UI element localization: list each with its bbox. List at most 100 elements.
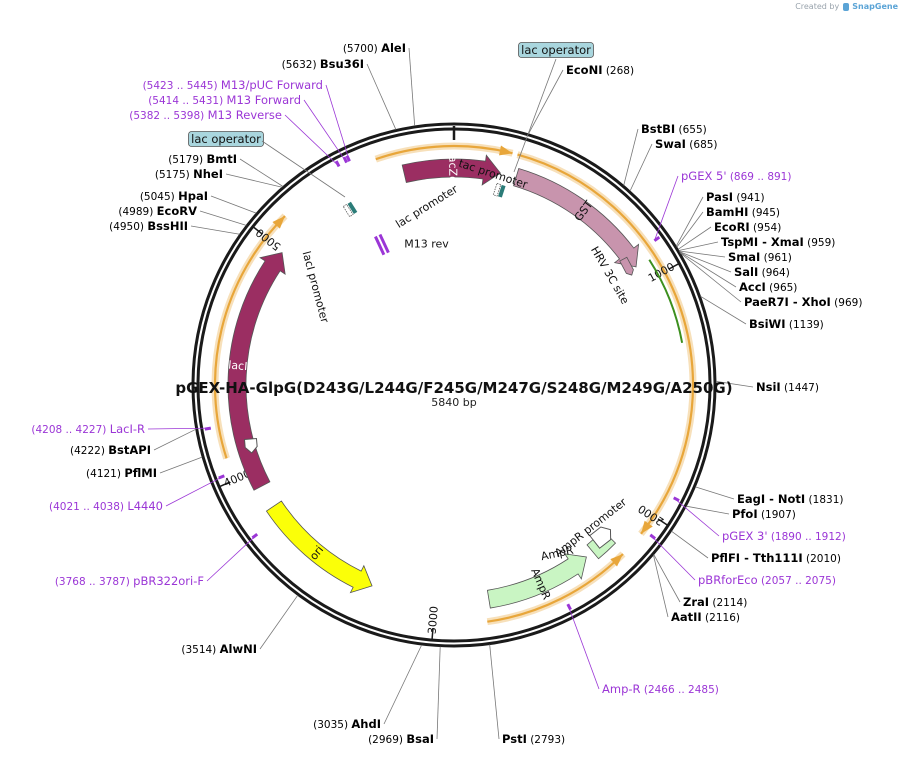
primer-name-pgex-5: pGEX 5' (681, 169, 727, 183)
site-name-bsu36i: Bsu36I (320, 57, 364, 71)
feature-gst (513, 167, 640, 268)
site-name-bmti: BmtI (206, 152, 237, 166)
lac-promoter-marker (342, 201, 358, 218)
site-name-acci: AccI (739, 280, 766, 294)
site-pos-aatii: (2116) (702, 612, 740, 624)
primer-name-pbrforeco: pBRforEco (698, 573, 758, 587)
lac-operator-leader-1 (513, 58, 557, 173)
primer-leader-pbr322ori-f (206, 533, 258, 582)
site-name-pflfi-tth111i: PflFI - Tth111I (711, 551, 803, 565)
site-name-eagi-noti: EagI - NotI (737, 492, 805, 506)
site-pos-swai: (685) (686, 139, 718, 151)
site-label-psti: PstI (2793) (502, 732, 565, 746)
site-leader-ahdi (383, 644, 423, 725)
primer-range-m13-reverse: (5382 .. 5398) (129, 110, 207, 122)
site-leader-bsai (436, 646, 441, 740)
site-label-sali: SalI (964) (734, 265, 790, 279)
site-label-ecori: EcoRI (954) (714, 220, 781, 234)
hrv-3c-site-marker (619, 256, 634, 276)
site-label-tspmi-xmai: TspMI - XmaI (959) (721, 235, 835, 249)
orf-line-3 (487, 553, 624, 623)
site-pos-eagi-noti: (1831) (805, 494, 843, 506)
site-pos-pflfi-tth111i: (2010) (803, 553, 841, 565)
site-pos-pflmi: (4121) (86, 468, 124, 480)
site-leader-zrai (653, 554, 681, 603)
site-leader-acci (679, 251, 737, 288)
site-leader-psti (489, 644, 500, 740)
site-pos-bstapi: (4222) (70, 445, 108, 457)
site-name-bsshii: BssHII (147, 219, 188, 233)
feature-ori (265, 500, 373, 594)
site-pos-paer7i-xhoi: (969) (831, 297, 863, 309)
tac-promoter-marker (492, 182, 506, 198)
site-leader-paer7i-xhoi (680, 252, 742, 303)
primer-label-m13-forward: (5414 .. 5431) M13 Forward (148, 93, 301, 107)
site-leader-bsiwi (700, 295, 747, 325)
primer-leader-m13-reverse (284, 114, 340, 167)
primer-leader-l4440 (165, 475, 225, 507)
site-pos-pasi: (941) (733, 192, 765, 204)
site-pos-acci: (965) (766, 282, 798, 294)
primer-label-pbrforeco: pBRforEco (2057 .. 2075) (698, 573, 836, 587)
m13-rev-bar-2 (378, 233, 390, 254)
tac-operator-box (498, 184, 506, 198)
orf-arrowhead-3 (610, 553, 623, 567)
site-label-bstbi: BstBI (655) (641, 122, 707, 136)
primer-label-m13-puc-forward: (5423 .. 5445) M13/pUC Forward (143, 78, 323, 92)
site-label-ecorv: (4989) EcoRV (118, 204, 197, 218)
lac-operator-box (347, 201, 358, 215)
feature-text-m13-rev: M13 rev (404, 238, 449, 251)
site-label-eagi-noti: EagI - NotI (1831) (737, 492, 843, 506)
center-title: pGEX-HA-GlpG(D243G/L244G/F245G/M247G/S24… (175, 379, 732, 409)
primer-range-amp-r: (2466 .. 2485) (641, 684, 719, 696)
orf-arrowhead-4 (272, 216, 286, 229)
site-pos-bsiwi: (1139) (786, 319, 824, 331)
primer-label-pgex-5: pGEX 5' (869 .. 891) (681, 169, 791, 183)
primer-label-l4440: (4021 .. 4038) L4440 (49, 499, 163, 513)
site-pos-econi: (268) (602, 65, 634, 77)
backbone-outer-ring (191, 122, 717, 648)
plasmid-name: pGEX-HA-GlpG(D243G/L244G/F245G/M247G/S24… (175, 379, 732, 397)
site-leader-eagi-noti (695, 486, 735, 500)
tick-5000 (252, 226, 263, 235)
site-label-bmti: (5179) BmtI (168, 152, 237, 166)
feature-label-laci: lacI (228, 359, 248, 374)
site-leader-ecorv (199, 210, 247, 226)
feature-text-laci-promoter: lacI promoter (300, 250, 332, 325)
site-label-smai: SmaI (961) (728, 250, 792, 264)
primer-range-laci-r: (4208 .. 4227) (31, 424, 109, 436)
site-name-bsai: BsaI (406, 732, 434, 746)
primer-range-pgex-5: (869 .. 891) (727, 171, 792, 183)
site-leader-nsii (715, 380, 754, 388)
primer-range-pbr322ori-f: (3768 .. 3787) (55, 576, 133, 588)
site-name-alei: AleI (381, 41, 406, 55)
site-leader-bsu36i (366, 63, 397, 130)
primer-label-laci-r: (4208 .. 4227) LacI-R (31, 422, 145, 436)
m13-rev-bar-1 (374, 235, 386, 256)
site-name-bstbi: BstBI (641, 122, 675, 136)
primer-range-pbrforeco: (2057 .. 2075) (758, 575, 836, 587)
site-name-aatii: AatII (671, 610, 702, 624)
site-name-pasi: PasI (706, 190, 733, 204)
site-pos-pfoi: (1907) (758, 509, 796, 521)
site-leader-pflmi (159, 456, 203, 474)
primer-leader-laci-r (147, 427, 211, 430)
site-leader-ecori (677, 226, 712, 250)
site-pos-bsshii: (4950) (109, 221, 147, 233)
primer-label-pbr322ori-f: (3768 .. 3787) pBR322ori-F (55, 574, 204, 588)
primer-leader-m13-puc-forward (325, 84, 350, 162)
credit-prefix: Created by (795, 2, 840, 11)
primer-name-pgex-3: pGEX 3' (722, 529, 768, 543)
primer-name-amp-r: Amp-R (602, 682, 641, 696)
site-name-tspmi-xmai: TspMI - XmaI (721, 235, 804, 249)
site-leader-bstbi (623, 128, 639, 186)
orf-arrowhead-2 (640, 520, 653, 534)
site-pos-ecorv: (4989) (118, 206, 156, 218)
tick-3000 (431, 628, 434, 641)
primer-range-l4440: (4021 .. 4038) (49, 501, 127, 513)
site-pos-tspmi-xmai: (959) (804, 237, 836, 249)
orf-line-1 (375, 144, 513, 161)
site-pos-nhei: (5175) (155, 169, 193, 181)
